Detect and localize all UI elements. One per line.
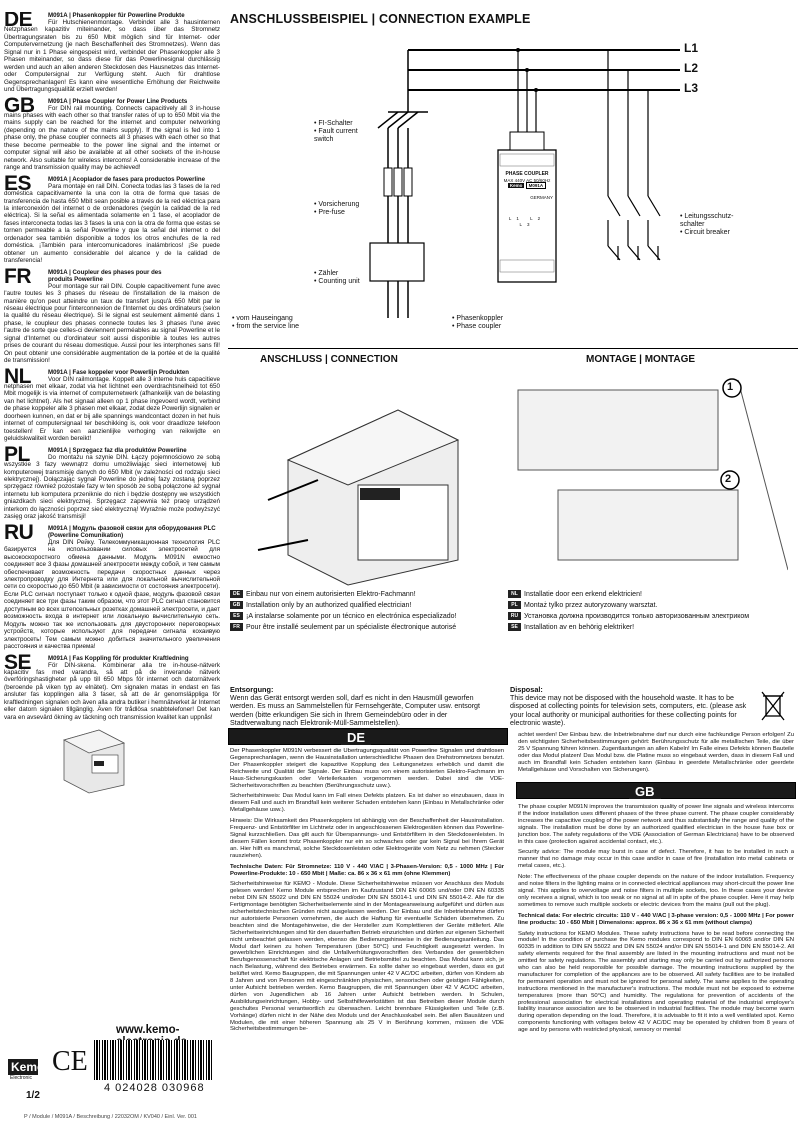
lang-body: Voor DIN railmontage. Koppelt alle 3 int… bbox=[4, 375, 220, 443]
lang-body: Para montaje en rail DIN. Conecta todas … bbox=[4, 182, 220, 265]
label-meter: • Zähler• Counting unit bbox=[314, 270, 360, 286]
barcode bbox=[94, 1040, 214, 1080]
lang-code: GB bbox=[4, 93, 35, 117]
wiring-diagram bbox=[369, 48, 680, 318]
lang-section-fr: FR M091A | Coupleur des phases pour des p… bbox=[4, 264, 220, 365]
barcode-number: 4 024028 030968 bbox=[104, 1082, 205, 1094]
divider bbox=[228, 348, 798, 349]
label-phase-coupler: • Phasenkoppler• Phase coupler bbox=[452, 315, 504, 331]
connection-drawing bbox=[257, 409, 460, 586]
product-image bbox=[62, 729, 126, 794]
label-service-line: • vom Hauseingang• from the service line bbox=[232, 315, 300, 331]
lang-heading: M091A | Sprzęgacz faz dla produktów Powe… bbox=[48, 446, 187, 454]
lang-section-pl: PL M091A | Sprzęgacz faz dla produktów Po… bbox=[4, 442, 220, 521]
lang-heading: M091A | Fase koppeler voor Powerlijn Pro… bbox=[48, 368, 189, 376]
lang-body: Do montażu na szynie DIN. Łączy pojemnoś… bbox=[4, 453, 220, 521]
de-column: Der Phasenkoppler M091N verbessert die Ü… bbox=[230, 748, 504, 1033]
footer-ref: P / Module / M091A / Beschreibung / 2203… bbox=[24, 1114, 197, 1120]
lang-code: PL bbox=[4, 442, 30, 466]
disposal-gb: Disposal:This device may not be disposed… bbox=[510, 685, 747, 727]
left-footer: www.kemo-electronic.de CE 4 024028 03096… bbox=[4, 1010, 220, 1110]
line-label-l1: L1 bbox=[684, 41, 699, 55]
left-column: DE M091A | Phasenkoppler für Powerline Pr… bbox=[4, 12, 220, 1092]
lang-section-de: DE M091A | Phasenkoppler für Powerline Pr… bbox=[4, 12, 220, 94]
label-fuse: • Vorsicherung• Pre-fuse bbox=[314, 201, 360, 217]
lang-section-ru: RU M091A | Модуль фазовой связи для обору… bbox=[4, 520, 220, 651]
lang-body: Für Hutschienenmontage. Verbindet alle 3… bbox=[4, 19, 220, 94]
disposal-de: Entsorgung:Wenn das Gerät entsorgt werde… bbox=[230, 685, 480, 727]
lang-section-gb: GB M091A | Phase Coupler for Power Line P… bbox=[4, 93, 220, 172]
page-number: 1/2 bbox=[26, 1090, 40, 1101]
lang-heading: M091A | Phasenkoppler für Powerline Prod… bbox=[48, 12, 185, 19]
ce-mark: CE bbox=[52, 1046, 88, 1077]
lang-code: DE bbox=[4, 12, 33, 31]
page-title: ANSCHLUSSBEISPIEL | CONNECTION EXAMPLE bbox=[230, 12, 531, 26]
line-label-l2: L2 bbox=[684, 61, 699, 75]
weee-bin-icon bbox=[761, 691, 785, 721]
de-column-cont: achtet werden! Der Einbau bzw. die Inbet… bbox=[518, 732, 794, 773]
lang-section-nl: NL M091A | Fase koppeler voor Powerlijn P… bbox=[4, 364, 220, 443]
lang-code: FR bbox=[4, 264, 32, 288]
band-gb: GB bbox=[516, 782, 796, 799]
line-label-l3: L3 bbox=[684, 81, 699, 95]
lang-body: Pour montage sur rail DIN. Couple capaci… bbox=[4, 282, 220, 365]
lang-heading: M091A | Coupleur des phases pour des pro… bbox=[48, 268, 162, 283]
lang-section-es: ES M091A | Acoplador de fases para produc… bbox=[4, 171, 220, 265]
montage-drawing bbox=[517, 378, 788, 571]
device-face: PHASE COUPLER MAX 440V AC 50/60Hz Kemo M… bbox=[503, 171, 553, 227]
right-column: ANSCHLUSSBEISPIEL | CONNECTION EXAMPLE bbox=[228, 8, 798, 1108]
lang-heading: M091A | Acoplador de fases para producto… bbox=[48, 175, 206, 183]
install-es: ES¡A instalarse solamente por un técnico… bbox=[230, 612, 457, 622]
lang-section-se: SE M091A | Fas Koppling för produkter Kra… bbox=[4, 650, 220, 722]
lang-code: RU bbox=[4, 520, 34, 544]
gb-column: The phase coupler M091N improves the tra… bbox=[518, 804, 794, 1034]
lang-heading: M091A | Модуль фазовой связи для оборудо… bbox=[48, 524, 216, 539]
lang-heading: M091A | Fas Koppling för produkter Kraft… bbox=[48, 654, 189, 662]
step-1-label: 1 bbox=[727, 381, 734, 393]
band-de: DE bbox=[228, 728, 508, 745]
label-fi-switch: • FI-Schalter• Fault current switch bbox=[314, 120, 358, 144]
lang-body: För DIN-skena. Kombinerar alla tre in-ho… bbox=[4, 661, 220, 721]
lang-code: SE bbox=[4, 650, 32, 674]
lang-body: For DIN rail mounting. Connects capaciti… bbox=[4, 104, 220, 172]
lang-code: NL bbox=[4, 364, 32, 388]
brand-logo: Kemo bbox=[8, 1059, 44, 1075]
lang-code: ES bbox=[4, 171, 32, 195]
label-breaker: • Leitungsschutz- schalter• Circuit brea… bbox=[680, 213, 734, 237]
connection-heading: ANSCHLUSS | CONNECTION bbox=[260, 354, 398, 365]
lang-body: Для DIN Рейку. Телекоммуникационная техн… bbox=[4, 538, 220, 651]
step-2-label: 2 bbox=[725, 473, 732, 485]
lang-heading: M091A | Phase Coupler for Power Line Pro… bbox=[48, 97, 188, 105]
brand-sub: Electronic bbox=[10, 1075, 32, 1081]
montage-heading: MONTAGE | MONTAGE bbox=[586, 354, 696, 365]
